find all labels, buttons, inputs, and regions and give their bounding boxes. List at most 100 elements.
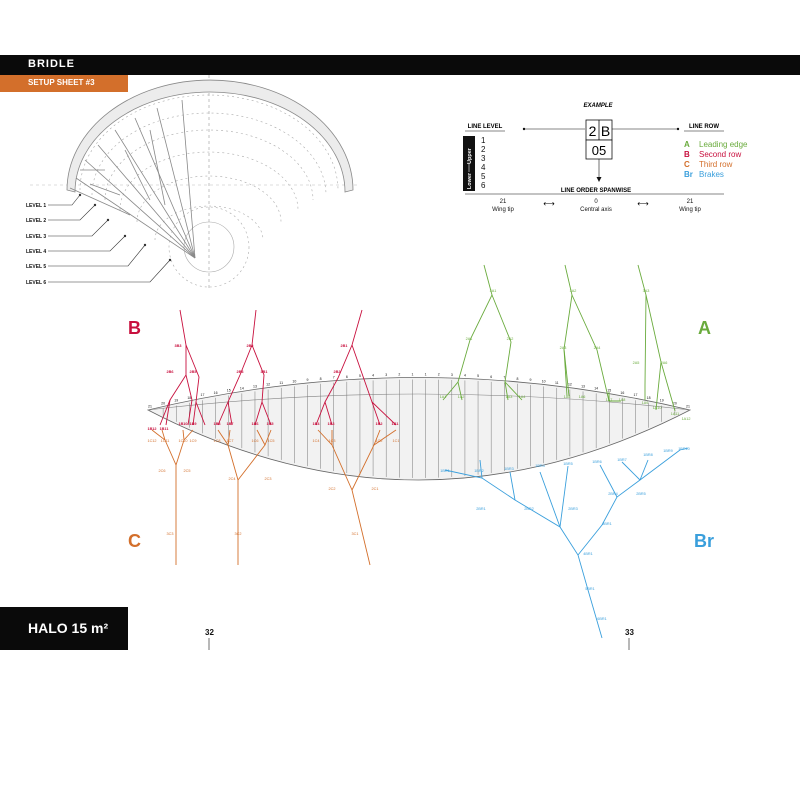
- line-label-a: 3A1: [490, 289, 497, 293]
- line-label-a: 1A8: [619, 398, 626, 402]
- brake-lines: [444, 447, 689, 639]
- rib-number: 3: [451, 373, 453, 377]
- line-label-c: 1C1: [393, 439, 400, 443]
- example-box-level: 2: [589, 123, 597, 139]
- line-label-b: 1B5: [267, 422, 274, 426]
- rib-number: 15: [227, 389, 231, 393]
- line-label-a: 1A4: [519, 395, 526, 399]
- line-label-c: 3C1: [352, 532, 359, 536]
- line-label-br: 1BR5: [563, 462, 573, 466]
- line-label-c: 1C7: [227, 439, 234, 443]
- line-label-br: 5BR1: [585, 587, 595, 591]
- upper-label: Upper: [467, 147, 473, 164]
- line-label-c: 2C2: [329, 487, 336, 491]
- line-label-c: 1C12: [147, 439, 156, 443]
- line-label-c: 2C1: [372, 487, 379, 491]
- line-label-br: 1BR4: [535, 464, 545, 468]
- line-label-br: 1BR9: [663, 449, 673, 453]
- rib-number: 12: [568, 383, 572, 387]
- line-label-br: 6BR1: [597, 617, 607, 621]
- line-label-b: 1B6: [252, 422, 259, 426]
- line-label-c: 2C4: [229, 477, 236, 481]
- rib-number: 13: [253, 384, 257, 388]
- rib-number: 19: [660, 399, 664, 403]
- level-label: LEVEL 2: [26, 218, 46, 224]
- line-label-c: 1C9: [190, 439, 197, 443]
- row-letter-b: B: [128, 318, 141, 338]
- line-label-b: 1B2: [376, 422, 383, 426]
- line-label-br: 2BR4: [608, 492, 618, 496]
- line-label-b: 3B3: [175, 344, 182, 348]
- rib-number: 4: [464, 373, 466, 377]
- row-letter-br: Br: [694, 531, 715, 551]
- row-code-a: A: [684, 140, 690, 149]
- row-label-b: Second row: [699, 150, 741, 159]
- line-label-c: 1C2: [376, 439, 383, 443]
- lower-label: Lower: [467, 172, 473, 189]
- rib-number: 10: [542, 379, 546, 383]
- line-label-b: 1B4: [313, 422, 321, 426]
- order-left-num: 21: [500, 199, 507, 205]
- line-order-title: LINE ORDER SPANWISE: [561, 188, 631, 194]
- line-label-a: 1A10: [653, 406, 662, 410]
- rib-number: 14: [594, 386, 598, 390]
- rib-number: 17: [201, 393, 205, 397]
- a-row-lines: [442, 264, 676, 412]
- line-label-br: 2BR5: [636, 492, 646, 496]
- rib-number: 13: [581, 384, 585, 388]
- line-label-a: 2A1: [466, 337, 473, 341]
- line-label-b: 1B8: [214, 422, 221, 426]
- row-code-b: B: [684, 150, 690, 159]
- line-label-br: 1BR6: [592, 460, 602, 464]
- level-label: LEVEL 3: [26, 234, 46, 240]
- example-box-row: B: [601, 123, 610, 139]
- line-label-c: 1C3: [329, 439, 336, 443]
- model-name-box: HALO 15 m²: [0, 607, 128, 650]
- line-label-a: 2A6: [661, 361, 668, 365]
- line-label-br: 2BR3: [568, 507, 578, 511]
- svg-text:⟷: ⟷: [543, 199, 555, 208]
- line-label-b: 2B2: [247, 344, 254, 348]
- rib-number: 14: [240, 386, 244, 390]
- row-label-c: Third row: [699, 160, 733, 169]
- line-label-br: 1BR10: [678, 447, 690, 451]
- line-label-a: 2A5: [633, 361, 640, 365]
- row-letter-c: C: [128, 531, 141, 551]
- line-label-c: 1C5: [268, 439, 275, 443]
- rib-number: 11: [279, 381, 283, 385]
- rib-number: 6: [346, 375, 348, 379]
- line-label-a: 3A2: [570, 289, 577, 293]
- c-row-lines: [151, 429, 397, 566]
- line-label-c: 1C6: [252, 439, 259, 443]
- rib-number: 6: [490, 375, 492, 379]
- rib-number: 2: [438, 373, 440, 377]
- page-number-left: 32: [205, 628, 214, 637]
- page-number-right: 33: [625, 628, 634, 637]
- rib-number: 3: [385, 373, 387, 377]
- rib-number: 5: [359, 374, 361, 378]
- rib-number: 9: [530, 378, 532, 382]
- line-label-br: 1BR1: [440, 469, 450, 473]
- rib-number: 12: [266, 383, 270, 387]
- line-label-b: 3B1: [261, 370, 268, 374]
- line-label-a: 1A7: [606, 398, 613, 402]
- line-label-b: 1B11: [160, 427, 169, 431]
- level-number: 6: [481, 181, 486, 190]
- example-title: EXAMPLE: [583, 103, 613, 109]
- line-label-c: 2C3: [265, 477, 272, 481]
- line-label-br: 4BR1: [583, 552, 593, 556]
- level-label: LEVEL 5: [26, 264, 46, 270]
- rib-number: 5: [477, 374, 479, 378]
- rib-number: 11: [555, 381, 559, 385]
- level-label: LEVEL 4: [26, 249, 46, 255]
- line-label-br: 2BR2: [524, 507, 534, 511]
- line-label-b: 1B3: [328, 422, 335, 426]
- line-label-a: 2A4: [594, 346, 601, 350]
- rib-number: 20: [673, 401, 677, 405]
- rib-number: 21: [148, 405, 152, 409]
- order-right-label: Wing tip: [679, 207, 701, 213]
- line-label-b: 1B7: [227, 422, 234, 426]
- line-label-b: 1B12: [147, 427, 156, 431]
- line-label-b: 2B3: [237, 370, 244, 374]
- rib-number: 10: [292, 379, 296, 383]
